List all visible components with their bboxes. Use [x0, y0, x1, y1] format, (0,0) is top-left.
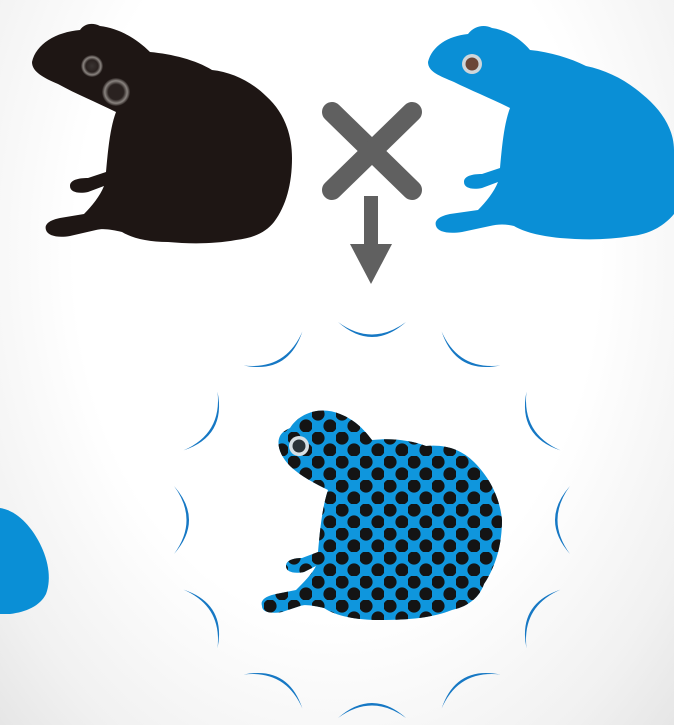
dark-frog-eye-icon: [81, 55, 103, 77]
partial-blue-frog-icon: [0, 508, 49, 614]
burst-arc: [525, 392, 561, 451]
burst-arc: [184, 392, 220, 451]
burst-arc: [184, 590, 220, 649]
burst-arc: [174, 486, 189, 554]
down-arrow-icon: [350, 196, 392, 284]
blue-frog-icon: [428, 26, 674, 239]
burst-arc: [244, 673, 303, 709]
burst-arc: [338, 322, 406, 337]
burst-arc: [244, 332, 303, 368]
burst-arc: [442, 332, 501, 368]
cross-multiply-icon: [332, 112, 412, 190]
burst-arc: [525, 590, 561, 649]
dark-frog-icon: [32, 24, 292, 243]
burst-arc: [442, 673, 501, 709]
burst-arc: [555, 486, 570, 554]
burst-arc: [338, 703, 406, 718]
